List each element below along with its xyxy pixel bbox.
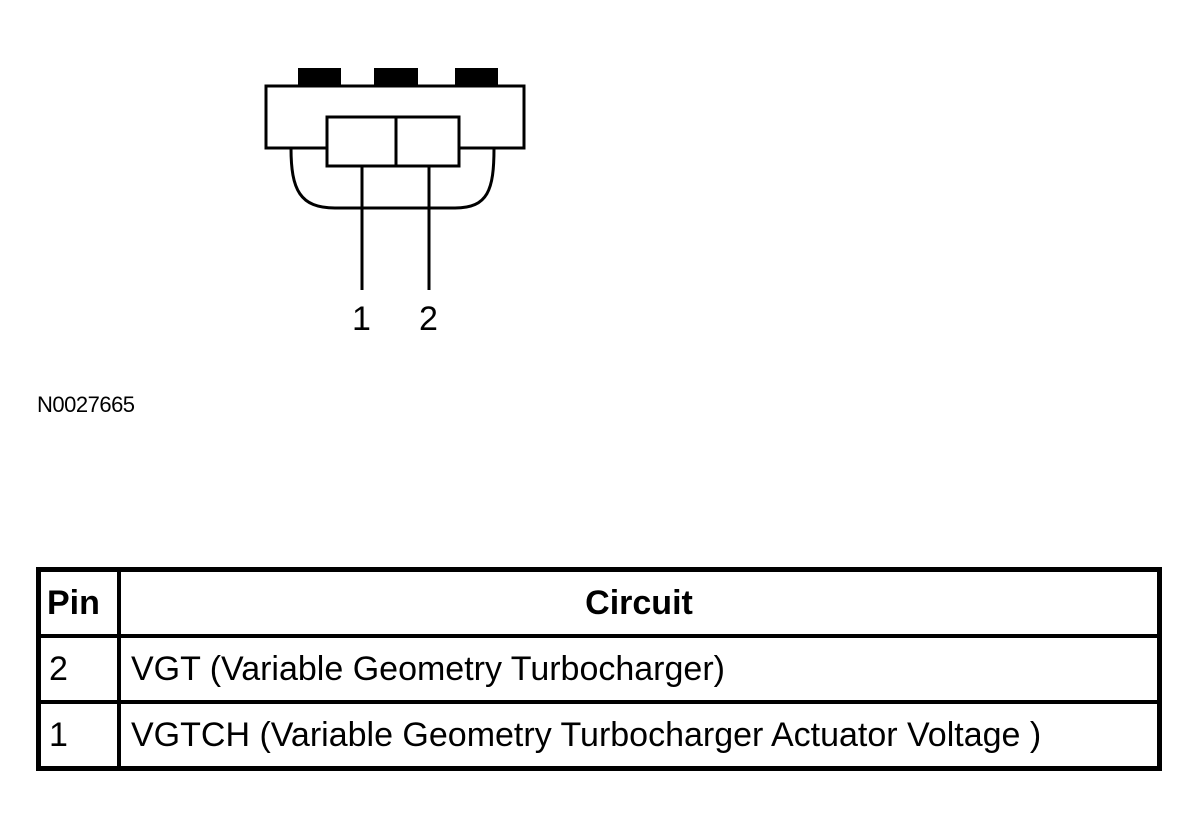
table-cell-circuit: VGT (Variable Geometry Turbocharger): [117, 634, 1162, 704]
table-cell-pin: 2: [36, 634, 121, 704]
table-cell-circuit: VGTCH (Variable Geometry Turbocharger Ac…: [117, 700, 1162, 771]
header-circuit: Circuit: [117, 567, 1162, 638]
pin-label-1: 1: [352, 300, 371, 338]
pin-circuit-table: Pin Circuit 2 VGT (Variable Geometry Tur…: [36, 567, 1162, 771]
table-header-row: Pin Circuit: [36, 567, 1162, 638]
table-row: 1 VGTCH (Variable Geometry Turbocharger …: [36, 700, 1162, 771]
table-cell-pin: 1: [36, 700, 121, 771]
table-row: 2 VGT (Variable Geometry Turbocharger): [36, 634, 1162, 704]
connector-skirt: [289, 147, 496, 210]
connector-tab-right: [455, 68, 498, 87]
connector-tab-left: [298, 68, 341, 87]
terminal-cavity-1: [325, 115, 398, 168]
pin-label-2: 2: [419, 300, 438, 338]
reference-code: N0027665: [37, 392, 135, 417]
header-pin: Pin: [36, 567, 121, 638]
terminal-cavity-2: [394, 115, 461, 168]
connector-tab-middle: [374, 68, 418, 87]
